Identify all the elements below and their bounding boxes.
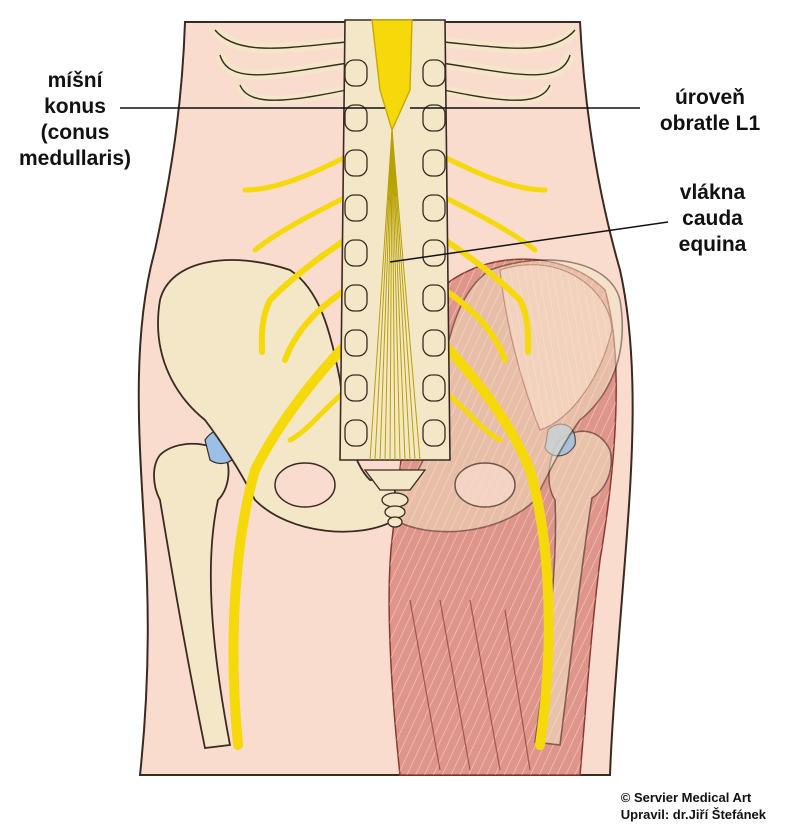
cauda-equina-fibers bbox=[369, 129, 421, 461]
label-line: úroveň bbox=[674, 86, 745, 109]
label-line: equina bbox=[678, 233, 747, 256]
peripheral-nerves bbox=[228, 147, 554, 750]
image-credit: © Servier Medical Art Upravil: dr.Jiří Š… bbox=[621, 789, 766, 823]
coccyx bbox=[363, 469, 427, 528]
pelvis bbox=[157, 259, 624, 533]
spinal-cord bbox=[371, 19, 413, 132]
label-line: míšní bbox=[47, 69, 103, 92]
label-l1-level: úroveň obratle L1 bbox=[645, 85, 775, 137]
label-line: vlákna bbox=[679, 181, 746, 204]
label-line: (conus bbox=[40, 121, 110, 144]
leader-cauda bbox=[389, 221, 669, 263]
label-line: medullaris) bbox=[18, 147, 132, 170]
label-line: cauda bbox=[682, 207, 743, 230]
label-line: obratle L1 bbox=[659, 112, 761, 135]
credit-line: © Servier Medical Art bbox=[620, 790, 752, 805]
label-conus-medullaris: míšní konus (conus medullaris) bbox=[10, 68, 140, 172]
vertebrae bbox=[344, 59, 446, 447]
credit-line: Upravil: dr.Jiří Štefánek bbox=[620, 807, 766, 822]
label-line: konus bbox=[44, 95, 106, 118]
label-cauda-equina: vlákna cauda equina bbox=[660, 180, 765, 258]
